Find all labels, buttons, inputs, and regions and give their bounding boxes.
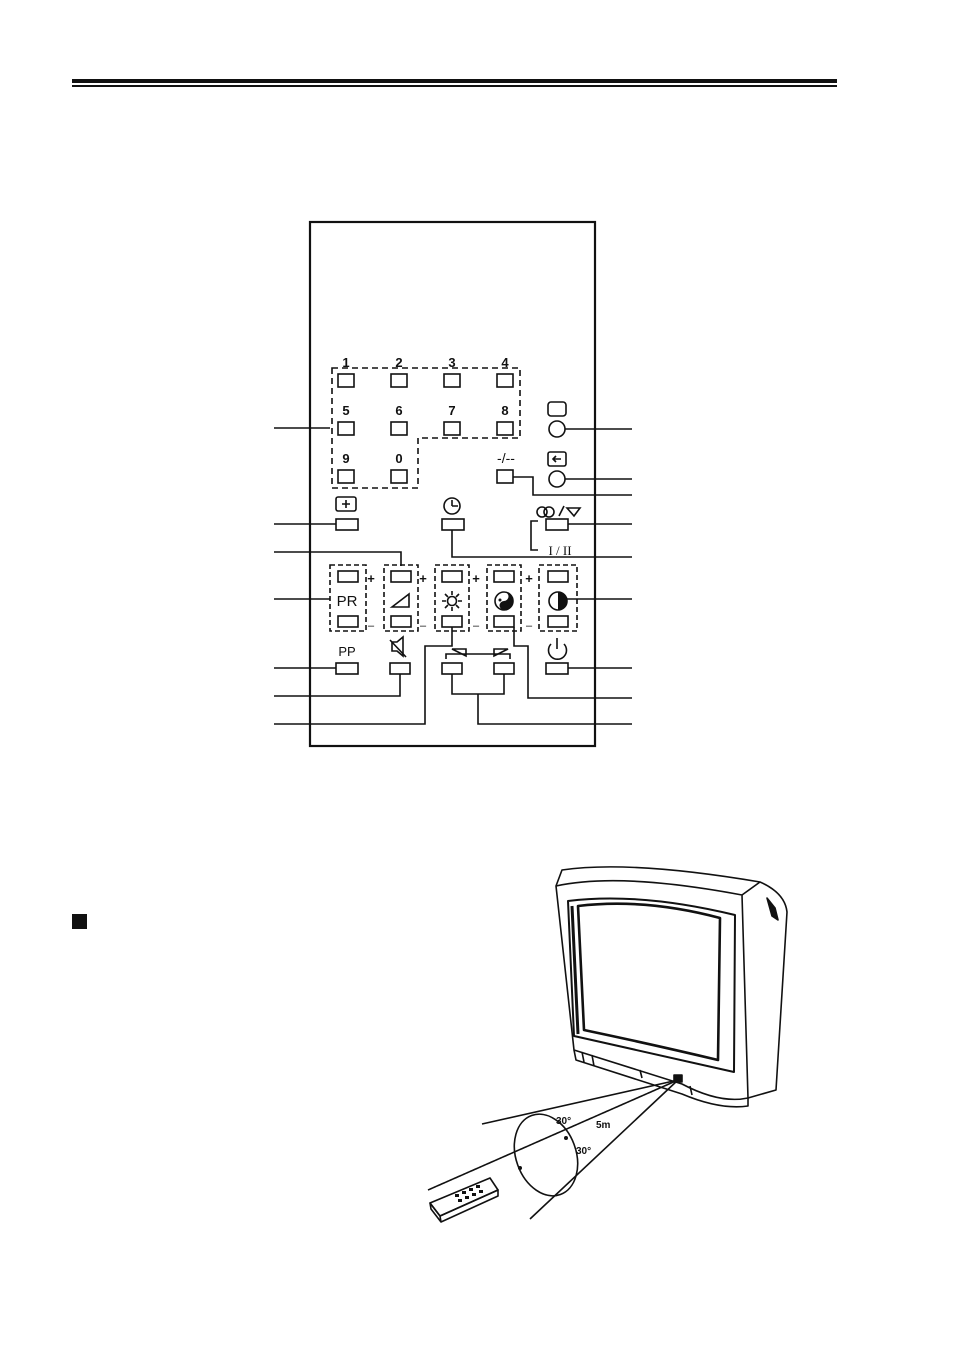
plus-sign-2: + <box>419 571 427 586</box>
tv-top <box>555 866 761 896</box>
angle-top-label: 30° <box>556 1116 571 1127</box>
color-up-button <box>493 570 515 583</box>
dual-sound-label: I / II <box>548 543 571 558</box>
teletext-icon <box>547 401 567 417</box>
digit-label-2: 2 <box>395 355 402 370</box>
minus-sign-4: – <box>526 620 533 632</box>
leader-timer <box>451 530 632 558</box>
digit-label-9: 9 <box>342 451 349 466</box>
digit-button-0 <box>390 469 408 484</box>
digit-button-5 <box>337 421 355 436</box>
stereo-bracket <box>530 520 538 551</box>
digit-button-3 <box>443 373 461 388</box>
stereo-mono-icon <box>536 506 548 518</box>
contrast-up-button <box>547 570 569 583</box>
av-arrow-glyph <box>551 455 561 463</box>
contrast-group-outline <box>538 564 578 632</box>
header-rule-thick <box>72 79 837 83</box>
ir-sensor <box>673 1074 683 1083</box>
balance-icon <box>451 648 509 658</box>
remote-body <box>308 220 597 748</box>
digit-label-0: 0 <box>395 451 402 466</box>
remote-handset <box>429 1177 499 1217</box>
leader-balance <box>451 674 632 725</box>
pr-up-button <box>337 570 359 583</box>
volume-down-button <box>390 615 412 628</box>
digit-label-4: 4 <box>501 355 509 370</box>
pr-down-button <box>337 615 359 628</box>
contrast-down-button <box>547 615 569 628</box>
digit-label-8: 8 <box>501 403 508 418</box>
digit-mode-label: -/-- <box>497 450 515 466</box>
section-bullet-icon <box>72 914 87 929</box>
digit-button-6 <box>390 421 408 436</box>
leader-digit-mode <box>513 476 632 496</box>
standby-icon <box>547 643 568 660</box>
minus-sign-2: – <box>420 620 427 632</box>
digit-button-2 <box>390 373 408 388</box>
timer-hands <box>451 500 458 507</box>
angle-bottom-label: 30° <box>576 1146 591 1157</box>
tv-screen <box>576 902 722 1062</box>
leader-mute <box>274 674 401 697</box>
minus-sign-1: – <box>368 620 375 632</box>
digit-button-8 <box>496 421 514 436</box>
digit-button-7 <box>443 421 461 436</box>
color-group-outline <box>486 564 522 632</box>
tv-side <box>747 881 788 1099</box>
pr-label: PR <box>337 593 358 610</box>
balance-bracket <box>445 653 511 659</box>
mute-icon <box>391 635 404 658</box>
plus-sign-4: + <box>525 571 533 586</box>
tv-front <box>555 879 749 1101</box>
brightness-up-button <box>441 570 463 583</box>
timer-button <box>441 518 465 531</box>
brightness-icon <box>446 595 458 607</box>
digit-button-4 <box>496 373 514 388</box>
leader-volume <box>274 551 402 566</box>
volume-icon <box>389 592 410 608</box>
cone-top-line <box>481 1079 679 1125</box>
color-down-button <box>493 615 515 628</box>
plus-sign-3: + <box>472 571 480 586</box>
picture-format-icon <box>335 496 357 512</box>
volume-up-button <box>390 570 412 583</box>
timer-icon <box>443 497 461 515</box>
digit-label-6: 6 <box>395 403 402 418</box>
plus-sign-1: + <box>367 571 375 586</box>
distance-label: 5m <box>596 1120 611 1131</box>
leader-brightness <box>274 627 453 725</box>
cone-bottom-line <box>529 1079 679 1220</box>
digit-label-7: 7 <box>448 403 455 418</box>
minus-sign-3: – <box>473 620 480 632</box>
header-rule-thin <box>72 85 837 87</box>
digit-group-outline <box>331 367 521 489</box>
digit-label-1: 1 <box>342 355 349 370</box>
pr-group-outline <box>329 564 367 632</box>
digit-label-5: 5 <box>342 403 349 418</box>
digit-label-3: 3 <box>448 355 455 370</box>
cone-ellipse <box>513 1113 579 1197</box>
pp-label: PP <box>338 644 355 659</box>
tv-bezel <box>567 897 736 1073</box>
digit-button-1 <box>337 373 355 388</box>
av-input-icon <box>547 451 567 467</box>
picture-format-glyph <box>342 500 350 508</box>
leader-color <box>513 627 632 699</box>
digit-button-9 <box>337 469 355 484</box>
